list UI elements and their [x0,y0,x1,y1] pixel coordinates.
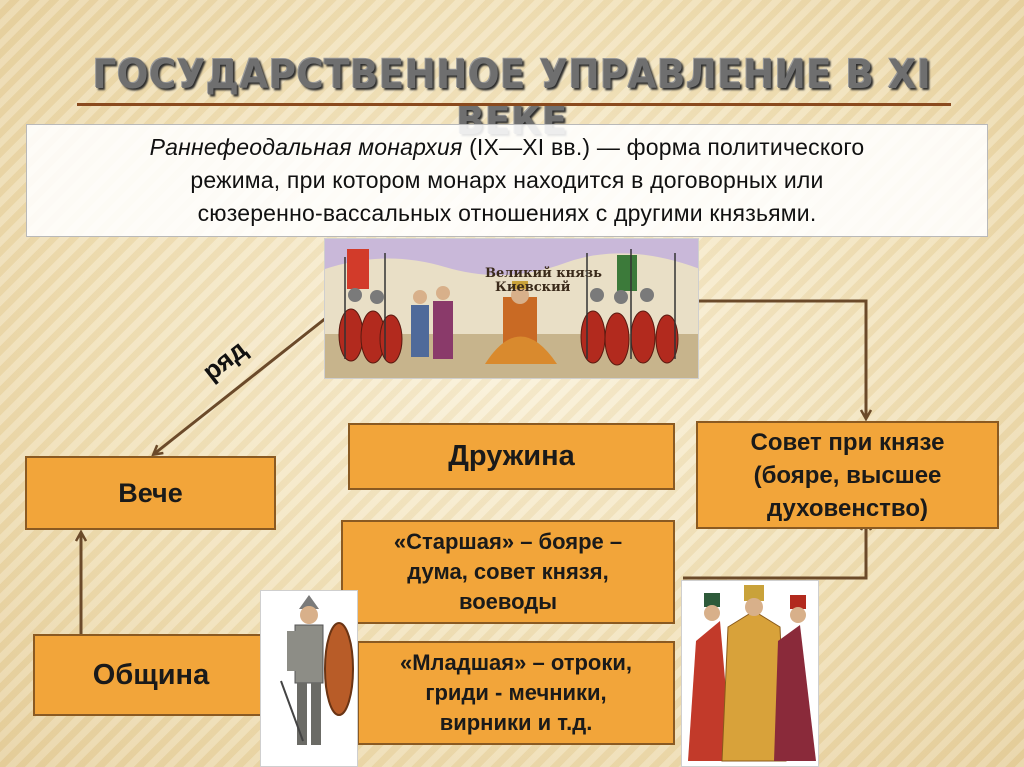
title-underline [77,103,951,106]
boyars-to-council-arrow [683,522,866,580]
boyars-illustration [681,580,819,767]
definition-line-3: сюзеренно-вассальных отношениях с другим… [197,200,817,226]
definition-line-1: Раннефеодальная монархия (IX—XI вв.) — ф… [27,131,987,164]
warrior-illustration [260,590,358,767]
mladshaya-line-1: «Младшая» – отроки, [399,650,633,675]
caption-line-1: Великий князь [485,266,602,281]
obshchina-label: Община [92,658,210,691]
starshaya-line-3: воеводы [458,589,558,614]
starshaya-line-1: «Старшая» – бояре – [393,529,623,554]
druzhina-box: Дружина [348,423,675,490]
mladshaya-line-2: гриди - мечники, [425,680,607,705]
definition-term: Раннефеодальная монархия [149,134,463,160]
mladshaya-box: «Младшая» – отроки, гриди - мечники, вир… [357,641,675,745]
druzhina-label: Дружина [448,440,575,472]
definition-box: Раннефеодальная монархия (IX—XI вв.) — ф… [26,124,988,237]
starshaya-line-2: дума, совет князя, [407,559,609,584]
mladshaya-line-3: вирники и т.д. [439,710,593,735]
definition-line-2: режима, при котором монарх находится в д… [190,167,824,193]
ryad-arrow [154,316,327,454]
prince-to-council-arrow [699,299,866,418]
sovet-line-1: Совет при князе [750,428,945,456]
sovet-line-2: (бояре, высшее [753,461,942,489]
veche-box: Вече [25,456,276,530]
sovet-line-3: духовенство) [766,494,929,522]
caption-line-2: Киевский [495,280,571,295]
starshaya-box: «Старшая» – бояре – дума, совет князя, в… [341,520,675,624]
slide-title: ГОСУДАРСТВЕННОЕ УПРАВЛЕНИЕ В XI ВЕКЕ [92,52,932,144]
sovet-box: Совет при князе (бояре, высшее духовенст… [696,421,999,529]
grand-prince-illustration: Великий князь Киевский [324,238,699,379]
definition-rest: (IX—XI вв.) — форма политического [462,134,865,160]
veche-label: Вече [118,477,183,508]
obshchina-box: Община [33,634,269,716]
